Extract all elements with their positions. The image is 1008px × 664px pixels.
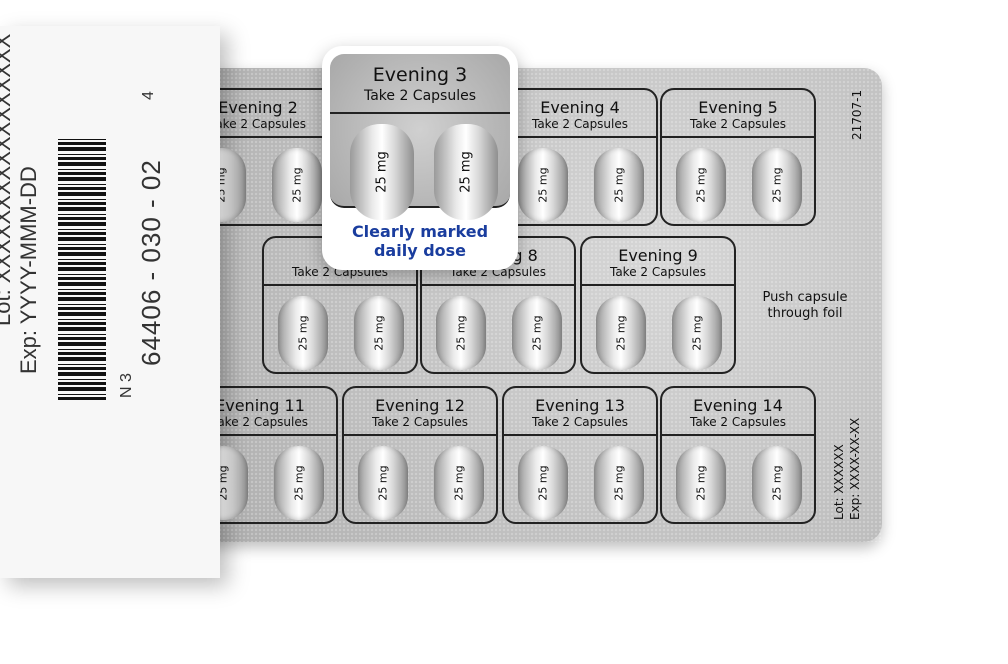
capsule: 25 mg (354, 296, 404, 370)
capsule: 25 mg (752, 446, 802, 520)
cell-instruction: Take 2 Capsules (531, 415, 629, 429)
ndc-suffix: 4 (140, 91, 157, 100)
cell-name: Evening 4 (540, 98, 620, 117)
cell-name: Evening 9 (618, 246, 698, 265)
cell-name: Evening 11 (215, 396, 305, 415)
zoom-capsule: 25 mg (350, 124, 414, 220)
capsule: 25 mg (274, 446, 324, 520)
capsule: 25 mg (676, 148, 726, 222)
cell-name: Evening 2 (218, 98, 298, 117)
daily-dose-callout: Evening 3 Take 2 Capsules 25 mg 25 mg Cl… (322, 46, 518, 270)
ndc-prefix: N 3 (118, 373, 135, 398)
ndc-number: 64406 - 030 - 02 (136, 159, 166, 366)
capsule: 25 mg (596, 296, 646, 370)
carton-exp: Exp: YYYY-MMM-DD (16, 166, 41, 374)
zoom-capsule: 25 mg (434, 124, 498, 220)
cell-name: Evening 5 (698, 98, 778, 117)
capsule: 25 mg (676, 446, 726, 520)
capsule: 25 mg (434, 446, 484, 520)
cell-instruction: Take 2 Capsules (371, 415, 469, 429)
capsule: 25 mg (358, 446, 408, 520)
capsule: 25 mg (512, 296, 562, 370)
card-code: 21707-1 (850, 89, 864, 140)
zoom-cell-instruction: Take 2 Capsules (363, 88, 477, 104)
cell-instruction: Take 2 Capsules (689, 117, 787, 131)
capsule: 25 mg (752, 148, 802, 222)
cell-name: Evening 12 (375, 396, 465, 415)
capsule: 25 mg (594, 148, 644, 222)
cell-instruction: Take 2 Capsules (211, 415, 309, 429)
cell-instruction: Take 2 Capsules (531, 117, 629, 131)
cell-name: Evening 14 (693, 396, 783, 415)
zoomed-cell: Evening 3 Take 2 Capsules 25 mg 25 mg (330, 54, 510, 220)
card-exp: Exp: XXXX-XX-XX (848, 417, 862, 520)
push-capsule-instruction: Push capsule through foil (762, 290, 848, 321)
card-lot: Lot: XXXXXX (832, 444, 846, 520)
cell-instruction: Take 2 Capsules (609, 265, 707, 279)
barcode (58, 136, 106, 400)
capsule: 25 mg (672, 296, 722, 370)
capsule: 25 mg (272, 148, 322, 222)
capsule: 25 mg (436, 296, 486, 370)
carton-lot: Lot: XXXXXXXXXXXXXXXXX (0, 33, 15, 326)
cell-name: Evening 13 (535, 396, 625, 415)
carton: Lot: XXXXXXXXXXXXXXXXX Exp: YYYY-MMM-DD … (0, 26, 220, 578)
cell-instruction: Take 2 Capsules (689, 415, 787, 429)
cell-instruction: Take 2 Capsules (209, 117, 307, 131)
zoom-cell-name: Evening 3 (372, 64, 468, 86)
callout-message: Clearly marked daily dose (351, 222, 489, 260)
capsule: 25 mg (594, 446, 644, 520)
capsule: 25 mg (278, 296, 328, 370)
capsule: 25 mg (518, 446, 568, 520)
capsule: 25 mg (518, 148, 568, 222)
